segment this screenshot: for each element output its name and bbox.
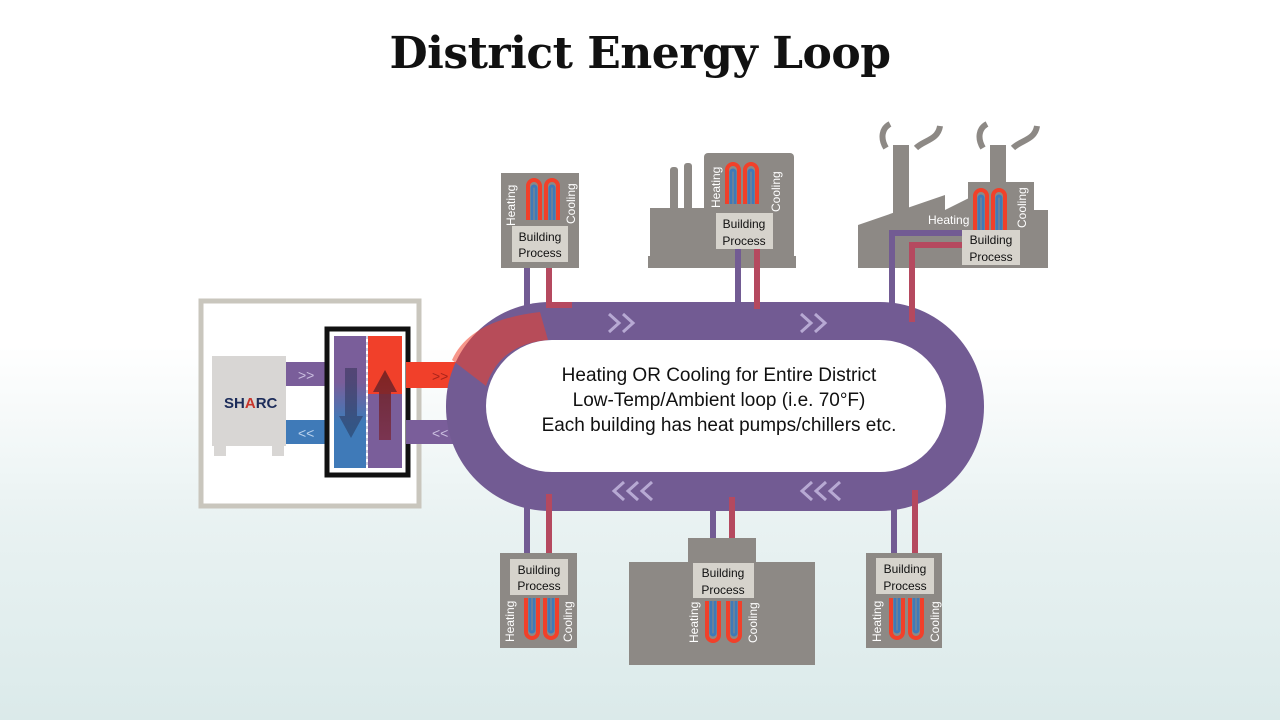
smoke-icon: [976, 121, 1040, 151]
sharc-return-pipe: [286, 420, 328, 444]
svg-text:Building: Building: [884, 562, 927, 576]
cooling-label: Cooling: [561, 601, 575, 642]
center-text-line1: Heating OR Cooling for Entire District: [562, 365, 877, 386]
svg-text:Process: Process: [722, 234, 765, 248]
heating-label: Heating: [709, 167, 723, 208]
svg-text:Building: Building: [970, 233, 1013, 247]
cooling-label: Cooling: [1015, 187, 1029, 228]
cooling-label: Cooling: [564, 183, 578, 224]
heating-label: Heating: [928, 213, 969, 227]
pipe-supply: [891, 497, 897, 555]
pipe-return: [729, 497, 735, 559]
flow-arrow-icon: >>: [298, 367, 314, 383]
pipe-return: [912, 490, 918, 556]
heating-label: Heating: [687, 602, 701, 643]
svg-text:Process: Process: [883, 579, 926, 593]
pipe-supply: [735, 249, 741, 307]
pipe-return: [546, 268, 572, 308]
flow-arrow-icon: >>: [432, 368, 448, 384]
pipe-supply: [889, 230, 962, 306]
loop-flow-arrows: [607, 312, 842, 502]
building-bottom-left: Building Process Heating Cooling: [500, 553, 577, 648]
pipe-supply: [710, 509, 716, 559]
center-text-line2: Low-Temp/Ambient loop (i.e. 70°F): [573, 390, 866, 411]
pipe-return: [909, 242, 962, 322]
heating-label: Heating: [503, 601, 517, 642]
heat-exchanger: [324, 326, 411, 478]
svg-text:Building: Building: [518, 563, 561, 577]
flow-arrow-icon: <<: [298, 425, 314, 441]
svg-text:Process: Process: [517, 579, 560, 593]
pipe-return: [546, 494, 552, 556]
building-bottom-right: Building Process Heating Cooling: [866, 553, 942, 648]
page-title: District Energy Loop: [389, 28, 891, 79]
svg-text:Building: Building: [723, 217, 766, 231]
energy-loop: [446, 302, 984, 511]
sharc-unit: SHARC: [212, 356, 286, 456]
cooling-label: Cooling: [769, 171, 783, 212]
building-bottom-middle: Building Process Heating Cooling: [629, 538, 815, 665]
cooling-label: Cooling: [928, 601, 942, 642]
svg-text:Building: Building: [519, 230, 562, 244]
svg-text:Process: Process: [969, 250, 1012, 264]
pipe-return: [754, 249, 760, 309]
svg-text:Process: Process: [701, 583, 744, 597]
center-text-line3: Each building has heat pumps/chillers et…: [542, 415, 897, 436]
pipe-supply: [524, 497, 530, 555]
sharc-supply-pipe: [286, 362, 328, 386]
svg-text:Process: Process: [518, 246, 561, 260]
factory-top-right: Heating Cooling Building Process: [858, 121, 1048, 268]
cooling-label: Cooling: [746, 602, 760, 643]
up-arrow-icon: [373, 370, 397, 440]
building-top-left: Heating Cooling Building Process: [501, 173, 579, 268]
svg-text:Building: Building: [702, 566, 745, 580]
pipe-supply: [524, 268, 530, 308]
smoke-icon: [879, 121, 943, 151]
flow-arrow-icon: <<: [432, 425, 448, 441]
down-arrow-icon: [339, 368, 363, 438]
heating-label: Heating: [870, 601, 884, 642]
sharc-logo: SHARC: [224, 395, 278, 412]
building-top-middle: Heating Cooling Building Process: [648, 153, 796, 268]
heating-label: Heating: [504, 185, 518, 226]
